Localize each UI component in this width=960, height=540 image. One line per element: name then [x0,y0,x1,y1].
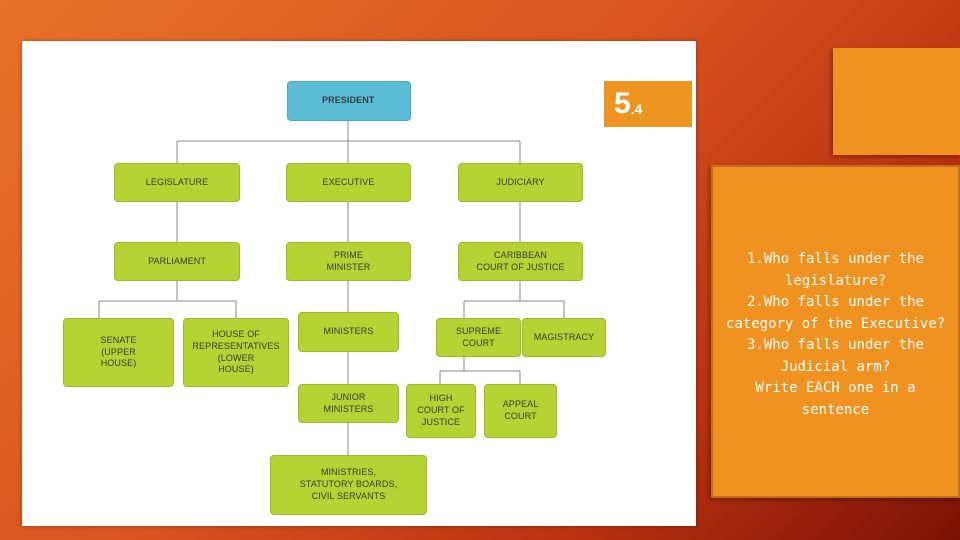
node-supreme-court: SUPREME COURT [436,318,521,357]
org-chart-panel: PRESIDENT LEGISLATURE EXECUTIVE JUDICIAR… [22,41,696,526]
node-senate: SENATE (UPPER HOUSE) [63,318,174,387]
decorative-box [833,48,960,155]
question-line: 2.Who falls under the [746,294,924,310]
node-magistracy: MAGISTRACY [522,318,606,357]
node-ministers: MINISTERS [298,312,399,352]
node-appeal-court: APPEAL COURT [484,384,557,438]
node-executive: EXECUTIVE [286,163,411,202]
node-junior-ministers: JUNIOR MINISTERS [298,384,399,423]
node-high-court: HIGH COURT OF JUSTICE [406,384,476,438]
question-line: sentence [801,401,870,418]
question-line: Judicial arm? [780,358,891,375]
question-line: Write EACH one in a [755,380,916,396]
node-ministries: MINISTRIES, STATUTORY BOARDS, CIVIL SERV… [270,455,427,515]
node-judiciary: JUDICIARY [458,163,583,202]
node-parliament: PARLIAMENT [114,242,240,281]
question-line: 3.Who falls under the [746,337,924,353]
node-legislature: LEGISLATURE [114,163,240,202]
question-line: 1.Who falls under the [746,251,924,267]
node-president: PRESIDENT [287,81,411,121]
connector-lines [98,121,565,455]
node-ccj: CARIBBEAN COURT OF JUSTICE [458,242,583,281]
section-suffix: .4 [630,101,643,117]
node-prime-minister: PRIME MINISTER [286,242,411,281]
question-line: category of the Executive? [725,315,946,332]
section-number: 5 [614,87,631,120]
questions-text: 1.Who falls under the legislature? 2.Who… [713,249,958,421]
section-badge: 5 .4 [604,81,692,127]
questions-box: 1.Who falls under the legislature? 2.Who… [711,165,960,498]
node-house-of-representatives: HOUSE OF REPRESENTATIVES (LOWER HOUSE) [183,318,289,387]
question-line: legislature? [784,272,887,289]
